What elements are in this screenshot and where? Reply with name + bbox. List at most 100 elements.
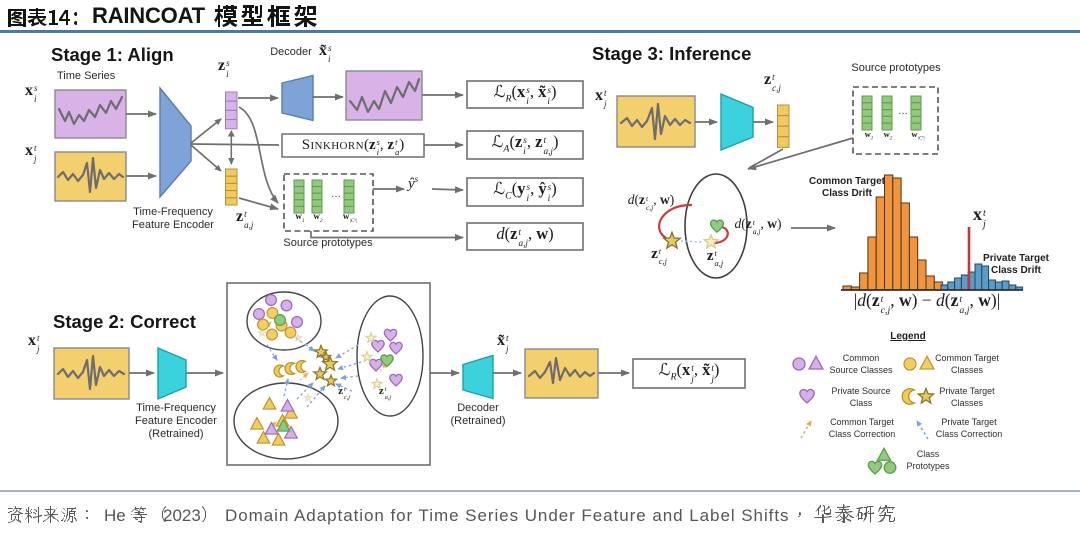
d-zcj-open: ( [634,192,639,207]
loss-r2-box [632,358,746,389]
x-j-t-s2-sub: j [37,343,40,354]
hist-bar [947,281,956,291]
loss-r1-arg2-sup: s [547,85,551,96]
loss-r1-arg2-base: x̃ [538,82,547,101]
legend-purple-heart-icon [799,388,815,404]
z-cj-cluster-sup: t [343,387,346,394]
proto1-wc-sub: |Cˢ| [349,217,358,224]
legend-item-1-line1: Common Target [935,353,999,363]
dotted-line-between-stars [680,240,704,243]
axis-d2-d: d [936,290,945,310]
loss-r1-index: R [505,93,512,105]
prototype1-stack-wc [343,179,355,214]
proto1-dots-text: … [331,189,341,200]
encoder3-trapezoid [720,92,754,152]
d-zcj-arg-sub: c,j [645,202,654,212]
proto1-w2-base: w [313,211,320,221]
z-aj-cluster-base: z [378,385,384,397]
proto3-wc: w|Cᵗ| [911,130,924,142]
proto3-w1-base: w [864,129,871,139]
x-j-t-s2-base: x [28,332,36,349]
z-cj-t-top-sub: c,j [772,82,781,93]
proto1-dots: … [331,189,341,201]
green-prototype-circle [274,314,287,327]
legend-item-3-line2: Classes [950,397,983,408]
proto3-wc-sub: |Cᵗ| [917,135,925,142]
decoder1-label: Decoder [270,46,312,59]
loss-c-arg2-base: ŷ [538,179,547,198]
dist-arg-base: z [510,224,518,243]
source-authors-text: He [104,506,126,525]
legend-purple-circle-icon [792,357,806,371]
proto3-dots: … [898,106,908,118]
stage2-correct-group [53,282,746,466]
common-drift-line2: Class Drift [821,188,872,199]
loss-r2-L: ℒ [658,360,671,379]
blue-dashed-arrow-1 [305,343,324,359]
hist-bar [859,272,869,291]
decoder2-label: Decoder(Retrained) [450,402,505,428]
hist-bar [960,274,969,291]
proto1-w2: w2 [313,211,322,224]
hist-bar [900,202,910,291]
decoder1-text: Decoder [270,46,312,58]
legend-item-6-line2: Prototypes [906,460,950,471]
yellow-class-circle [266,307,279,320]
yellow-class-circle [257,318,270,331]
prototype1-stack-w1 [293,179,305,214]
z-aj-t-sup: t [244,209,247,220]
recon-source-waveform [348,77,421,114]
d-zcj-comma: , [653,192,661,207]
loss-a-arg2-sub: a,j [543,145,553,156]
z-aj-point-sup: t [714,249,717,259]
x-j-t-s3-sup: t [604,88,607,99]
sinkhorn-arg2-sup: t [395,138,398,148]
z-aj-cluster-sub: a,j [384,394,392,401]
arrow-encoder1-to-zis [190,118,222,144]
x-j-t-sub: j [34,153,37,164]
legend-title-text: Legend [890,331,926,342]
loss-c-arg2-sup: s [547,182,552,193]
blue-dashed-arrow-6 [306,385,326,408]
purple-class-circle [253,308,266,321]
loss-r1-comma: , [529,82,539,101]
loss-c-arg1-sup: s [526,182,531,193]
x-j-t-s3-sub: j [604,98,607,109]
encoder2-line3: (Retrained) [148,427,204,440]
xt-j-t-sub: j [506,343,509,354]
figure-label-glyphs-path [7,8,77,27]
d-zaj-w: w [767,216,778,231]
xt-i-s-sub: i [328,53,331,64]
arrow-prototypes-to-dist [310,231,464,241]
encoder1-line1: Time-Frequency [133,206,213,218]
z-i-s-base: z [218,57,226,74]
z-cj-t-top-base: z [764,71,772,88]
x-j-t-hist-sup: t [983,207,986,219]
source-authors: He [104,507,126,525]
loss-c-box [466,177,584,207]
